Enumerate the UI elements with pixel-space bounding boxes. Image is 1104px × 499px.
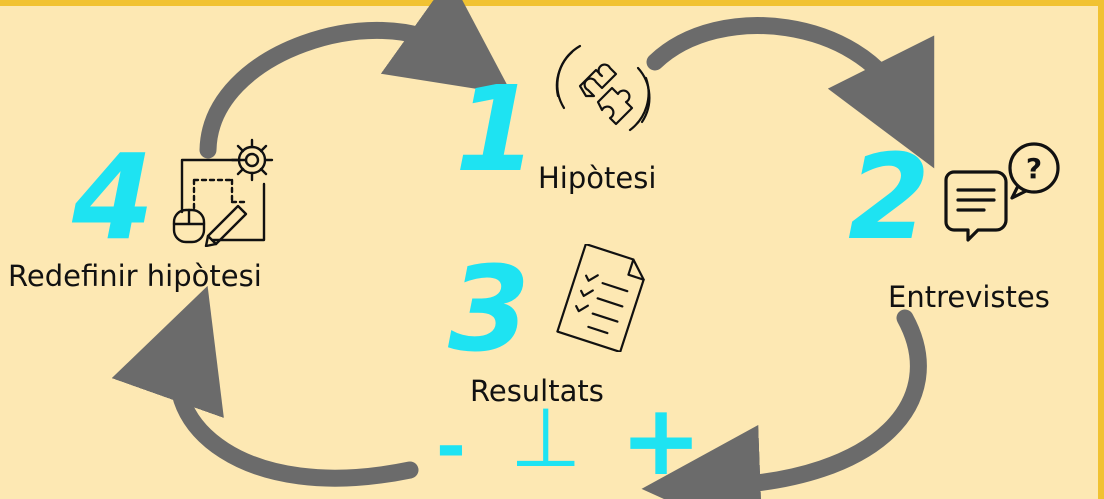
svg-text:?: ? [1026,152,1042,185]
right-border [1098,0,1104,499]
top-border [0,0,1104,6]
blueprint-gear-icon [172,138,274,247]
step-4-label: Redefinir hipòtesi [8,259,262,293]
step-3-label: Resultats [470,374,604,408]
step-4-number: 4 [72,128,155,266]
arrow-4-to-1 [199,0,513,159]
result-split-symbol: ⊥ [510,391,582,486]
minus-sign: - [436,404,466,488]
step-2-label: Entrevistes [888,280,1050,314]
puzzle-icon [555,44,651,132]
step-2-number: 2 [848,128,931,266]
checklist-document-icon [556,244,645,352]
plus-sign: + [620,384,703,498]
step-1-number: 1 [455,60,538,198]
arrow-1-to-2 [646,17,935,169]
chat-question-icon: ? [944,142,1060,242]
arrow-2-to-3 [641,309,927,499]
step-3-number: 3 [448,240,531,378]
arrow-3-to-4 [111,285,419,487]
step-1-label: Hipòtesi [538,161,657,195]
